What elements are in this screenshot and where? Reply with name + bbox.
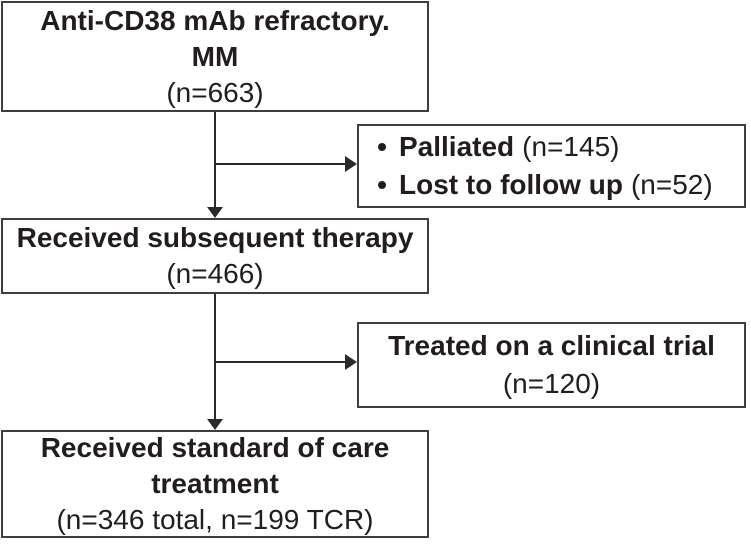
bullet-icon: • xyxy=(377,169,387,200)
subsequent-count: (n=466) xyxy=(166,258,264,289)
bullet-icon: • xyxy=(377,131,387,162)
excluded-box: • Palliated(n=145) • Lost to follow up(n… xyxy=(357,124,746,208)
population-box: Anti-CD38 mAb refractory. MM (n=663) xyxy=(1,1,429,112)
connector-branch-1 xyxy=(215,163,345,165)
excluded-item-text: Palliated(n=145) xyxy=(399,128,619,166)
excluded-item-count: (n=52) xyxy=(630,169,713,200)
soc-title-line-1: Received standard of care xyxy=(40,432,390,463)
arrowhead-down-1-icon xyxy=(207,207,223,218)
connector-vertical-2 xyxy=(214,294,216,420)
excluded-item-palliated: • Palliated(n=145) xyxy=(359,128,744,166)
arrowhead-down-2-icon xyxy=(207,419,223,430)
soc-title-line-2: treatment xyxy=(151,468,279,499)
trial-title: Treated on a clinical trial xyxy=(388,330,715,361)
excluded-item-text: Lost to follow up(n=52) xyxy=(399,166,713,204)
subsequent-title: Received subsequent therapy xyxy=(16,222,414,253)
connector-branch-2 xyxy=(215,361,345,363)
clinical-trial-box: Treated on a clinical trial (n=120) xyxy=(357,322,746,408)
excluded-item-label: Lost to follow up xyxy=(399,169,623,200)
population-title-line-1: Anti-CD38 mAb refractory. xyxy=(40,4,390,36)
subsequent-therapy-box: Received subsequent therapy (n=466) xyxy=(1,218,429,294)
excluded-item-lost-to-follow-up: • Lost to follow up(n=52) xyxy=(359,166,744,204)
population-count: (n=663) xyxy=(166,76,264,108)
population-title-line-2: MM xyxy=(191,40,239,72)
standard-of-care-box: Received standard of care treatment (n=3… xyxy=(1,430,429,538)
arrowhead-right-2-icon xyxy=(345,354,357,370)
soc-count: (n=346 total, n=199 TCR) xyxy=(56,504,374,535)
connector-vertical-1 xyxy=(214,112,216,208)
arrowhead-right-1-icon xyxy=(345,156,357,172)
excluded-item-label: Palliated xyxy=(399,131,515,162)
trial-count: (n=120) xyxy=(502,368,601,399)
excluded-item-count: (n=145) xyxy=(522,131,620,162)
